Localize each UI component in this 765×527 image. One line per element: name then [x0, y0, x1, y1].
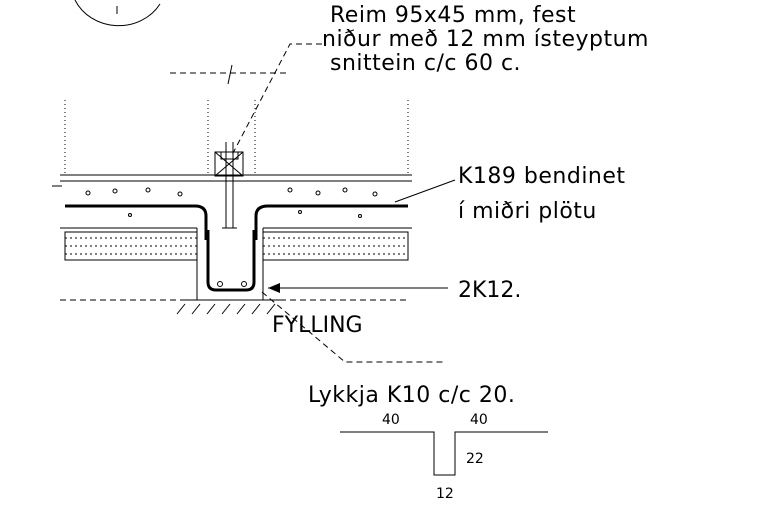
label-loop-title: Lykkja K10 c/c 20. — [308, 383, 515, 408]
footing — [176, 228, 280, 315]
label-reim-line3: snittein c/c 60 c. — [330, 51, 521, 76]
loop-dim-right: 40 — [470, 412, 488, 428]
insulation-right — [262, 231, 409, 261]
label-fill: FYLLING — [272, 313, 363, 338]
axis-marker — [170, 64, 290, 85]
anchor-bolt — [220, 142, 239, 229]
leader-lines — [231, 43, 456, 363]
concrete-slab — [52, 180, 412, 229]
insulation-left — [64, 231, 198, 261]
wall-lines — [60, 100, 412, 176]
label-mesh-line2: í miðri plötu — [458, 199, 597, 224]
mesh-reinforcement-right — [254, 204, 408, 240]
loop-dim-width: 12 — [436, 486, 454, 502]
loop-dim-depth: 22 — [466, 451, 484, 467]
loop-dim-left: 40 — [382, 412, 400, 428]
label-reim-line2: niður með 12 mm ísteyptum — [322, 27, 649, 52]
label-rebar: 2K12. — [458, 278, 521, 303]
detail-callout-circle — [74, 0, 161, 27]
mesh-reinforcement — [65, 204, 208, 240]
loop-shape-diagram: 40 40 22 12 — [340, 412, 548, 502]
timber-batten — [214, 151, 244, 177]
label-mesh-line1: K189 bendinet — [458, 164, 626, 189]
label-reim-line1: Reim 95x45 mm, fest — [330, 3, 576, 28]
